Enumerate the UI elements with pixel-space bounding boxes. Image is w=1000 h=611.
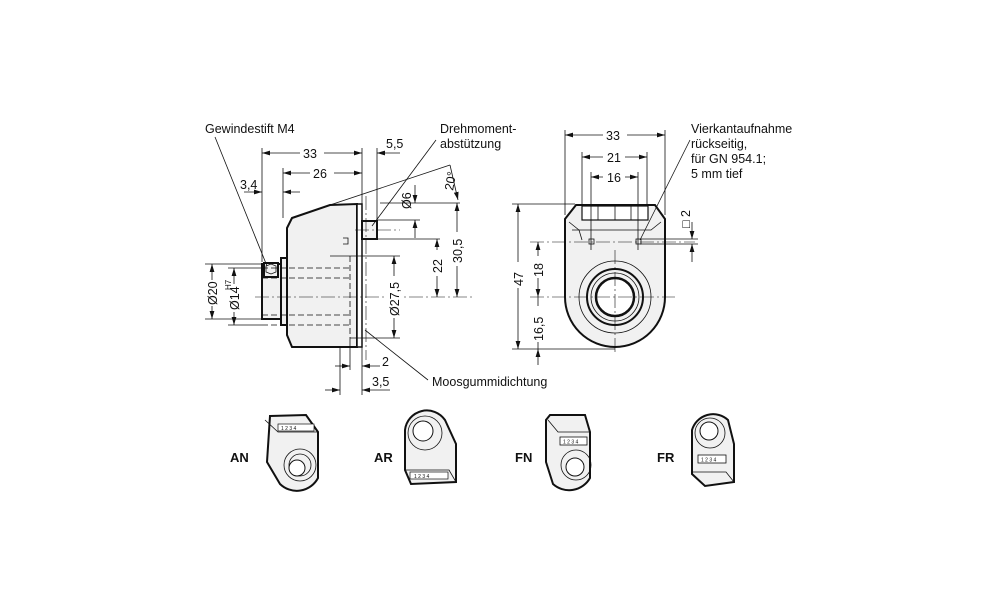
dim-body-length: 26 bbox=[313, 167, 327, 181]
variant-label-fn: FN bbox=[515, 450, 532, 465]
dim-center-to-bottom: 16,5 bbox=[532, 317, 546, 341]
dim-seal-offset: 3,5 bbox=[372, 375, 389, 389]
label-torque-support-2: abstützung bbox=[440, 137, 501, 151]
label-square-socket: Vierkantaufnahme bbox=[691, 122, 792, 136]
variant-label-fr: FR bbox=[657, 450, 675, 465]
dim-width: 33 bbox=[606, 129, 620, 143]
label-torque-support: Drehmoment- bbox=[440, 122, 516, 136]
label-square-socket-2: rückseitig, bbox=[691, 137, 747, 151]
side-view: Gewindestift M4 Drehmoment- abstützung M… bbox=[205, 122, 547, 395]
dim-flange-diameter: Ø27,5 bbox=[388, 282, 402, 316]
dim-angle: 20° bbox=[442, 170, 459, 191]
front-view: Vierkantaufnahme rückseitig, für GN 954.… bbox=[511, 122, 792, 365]
main-body bbox=[286, 202, 358, 348]
dim-height: 47 bbox=[512, 272, 526, 286]
dim-overall-length: 33 bbox=[303, 147, 317, 161]
variant-digits-an: 1 2 3 4 bbox=[281, 426, 297, 432]
dim-bore: Ø14 bbox=[228, 286, 242, 310]
label-seal: Moosgummidichtung bbox=[432, 375, 547, 389]
dim-pin-height: 22 bbox=[431, 259, 445, 273]
dim-width-inner: 21 bbox=[607, 151, 621, 165]
dim-pin-length: 5,5 bbox=[386, 137, 403, 151]
dim-hub-outer: Ø20 bbox=[206, 281, 220, 305]
dim-screw-offset: 3,4 bbox=[240, 178, 257, 192]
dim-square-spacing: 16 bbox=[607, 171, 621, 185]
variant-digits-ar: 1 2 3 4 bbox=[414, 474, 430, 480]
dim-pin-diameter: Ø6 bbox=[400, 192, 414, 209]
square-left bbox=[588, 238, 595, 245]
set-screw bbox=[263, 262, 279, 278]
dim-seal-thickness: 2 bbox=[382, 355, 389, 369]
variant-fn: FN 1 2 3 4 bbox=[515, 414, 592, 492]
label-square-socket-4: 5 mm tief bbox=[691, 167, 743, 181]
square-right bbox=[635, 238, 642, 245]
variant-fr: FR 1 2 3 4 bbox=[657, 413, 735, 488]
variant-digits-fr: 1 2 3 4 bbox=[701, 458, 717, 464]
variant-digits-fn: 1 2 3 4 bbox=[563, 440, 579, 446]
label-set-screw: Gewindestift M4 bbox=[205, 122, 295, 136]
dim-square-to-center: 18 bbox=[532, 263, 546, 277]
variant-an: AN 1 2 3 4 bbox=[230, 413, 319, 492]
dim-square-size: □ 2 bbox=[679, 210, 693, 228]
label-square-socket-3: für GN 954.1; bbox=[691, 152, 766, 166]
dim-top-height: 30,5 bbox=[451, 239, 465, 263]
dim-bore-tolerance: H7 bbox=[224, 279, 233, 290]
variant-label-ar: AR bbox=[374, 450, 393, 465]
variant-label-an: AN bbox=[230, 450, 249, 465]
variant-ar: AR 1 2 3 4 bbox=[374, 409, 457, 486]
